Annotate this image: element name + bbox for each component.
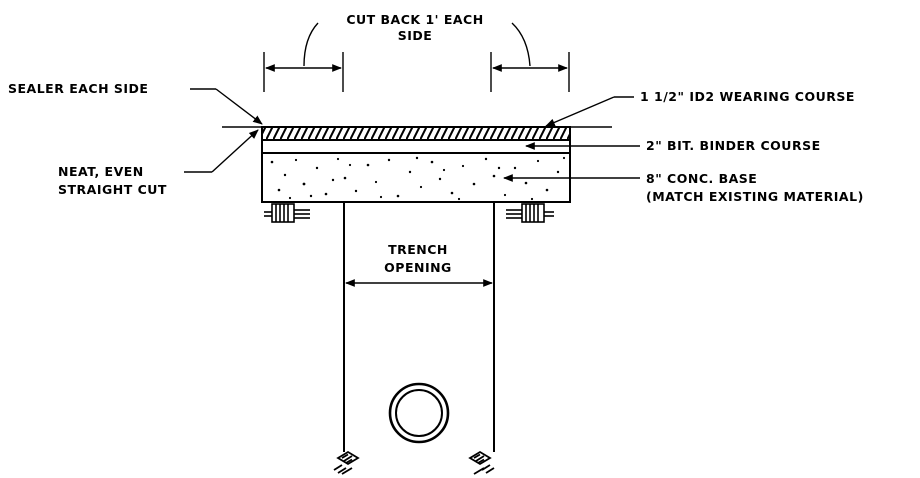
pipe-inner: [395, 389, 443, 437]
sealer-label: SEALER EACH SIDE: [8, 81, 148, 96]
neat-cut-label-line1: NEAT, EVEN: [58, 164, 144, 179]
cut-back-leader-right: [511, 22, 531, 67]
wearing-course-label: 1 1/2" ID2 WEARING COURSE: [640, 89, 855, 104]
neat-cut-label-line2: STRAIGHT CUT: [58, 182, 167, 197]
trench-label-line1: TRENCH: [388, 242, 448, 257]
cut-back-leader-left: [303, 22, 319, 67]
base-label-line1: 8" CONC. BASE: [646, 171, 757, 186]
sealer-leader: [215, 88, 263, 125]
binder-course-layer: [261, 139, 571, 154]
binder-course-label: 2" BIT. BINDER COURSE: [646, 138, 821, 153]
neat-cut-leader: [211, 129, 259, 173]
bottom-right-bedding-icon: [468, 450, 495, 475]
right-support-block-icon: [506, 203, 554, 223]
trench-label-line2: OPENING: [384, 260, 452, 275]
wearing-course-layer: [261, 126, 571, 141]
wearing-leader: [545, 96, 615, 127]
concrete-speckle: [270, 156, 566, 201]
cut-back-label-line1: CUT BACK 1' EACH: [346, 12, 483, 27]
pipe-outer: [388, 382, 450, 444]
left-support-block-icon: [264, 203, 310, 223]
base-label-line2: (MATCH EXISTING MATERIAL): [646, 189, 864, 204]
bottom-left-bedding-icon: [333, 450, 360, 475]
cut-back-label-line2: SIDE: [398, 28, 433, 43]
